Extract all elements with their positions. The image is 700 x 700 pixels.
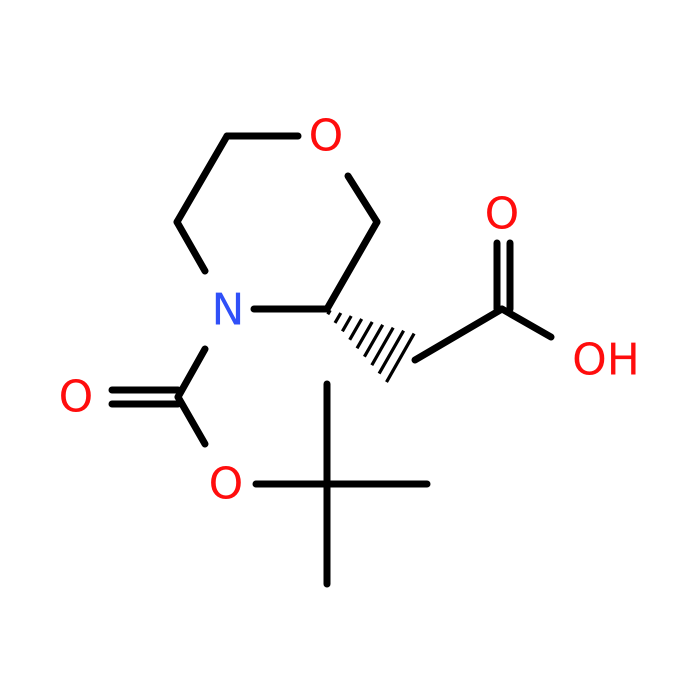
bond-c-c-ring-right [323,218,381,313]
hash-line [326,309,332,316]
hash-line [333,312,343,324]
ring-oxygen-label: O [309,111,344,162]
hashed-wedge-bond [326,309,416,383]
hash-line [341,315,353,333]
boc-group [108,345,431,588]
bond-ch2-c [411,305,506,364]
hash-line [370,326,395,366]
hash-line [355,321,374,350]
hash-line [363,324,385,358]
bond-c-n-ring [173,218,209,275]
acid-carbonyl-oxygen-label: O [485,189,520,240]
hash-line [377,329,405,375]
hash-line [385,332,416,383]
bond-c-oh [498,305,555,341]
bond-o-c-ring-right [344,172,381,226]
morpholine-ring [173,132,381,313]
acid-hydroxyl-label: OH [572,335,640,386]
bond-c-c-ring-left [173,132,231,226]
boc-carbonyl-oxygen-label: O [59,372,94,423]
hash-line [348,318,364,341]
bond-n-c-carbonyl [174,345,209,401]
acetic-acid-chain [411,239,555,364]
atom-labels: O N O OH O O [59,111,640,510]
ring-nitrogen-label: N [212,285,245,336]
bond-c-o-ester [174,393,209,448]
boc-ester-oxygen-label: O [209,459,244,510]
